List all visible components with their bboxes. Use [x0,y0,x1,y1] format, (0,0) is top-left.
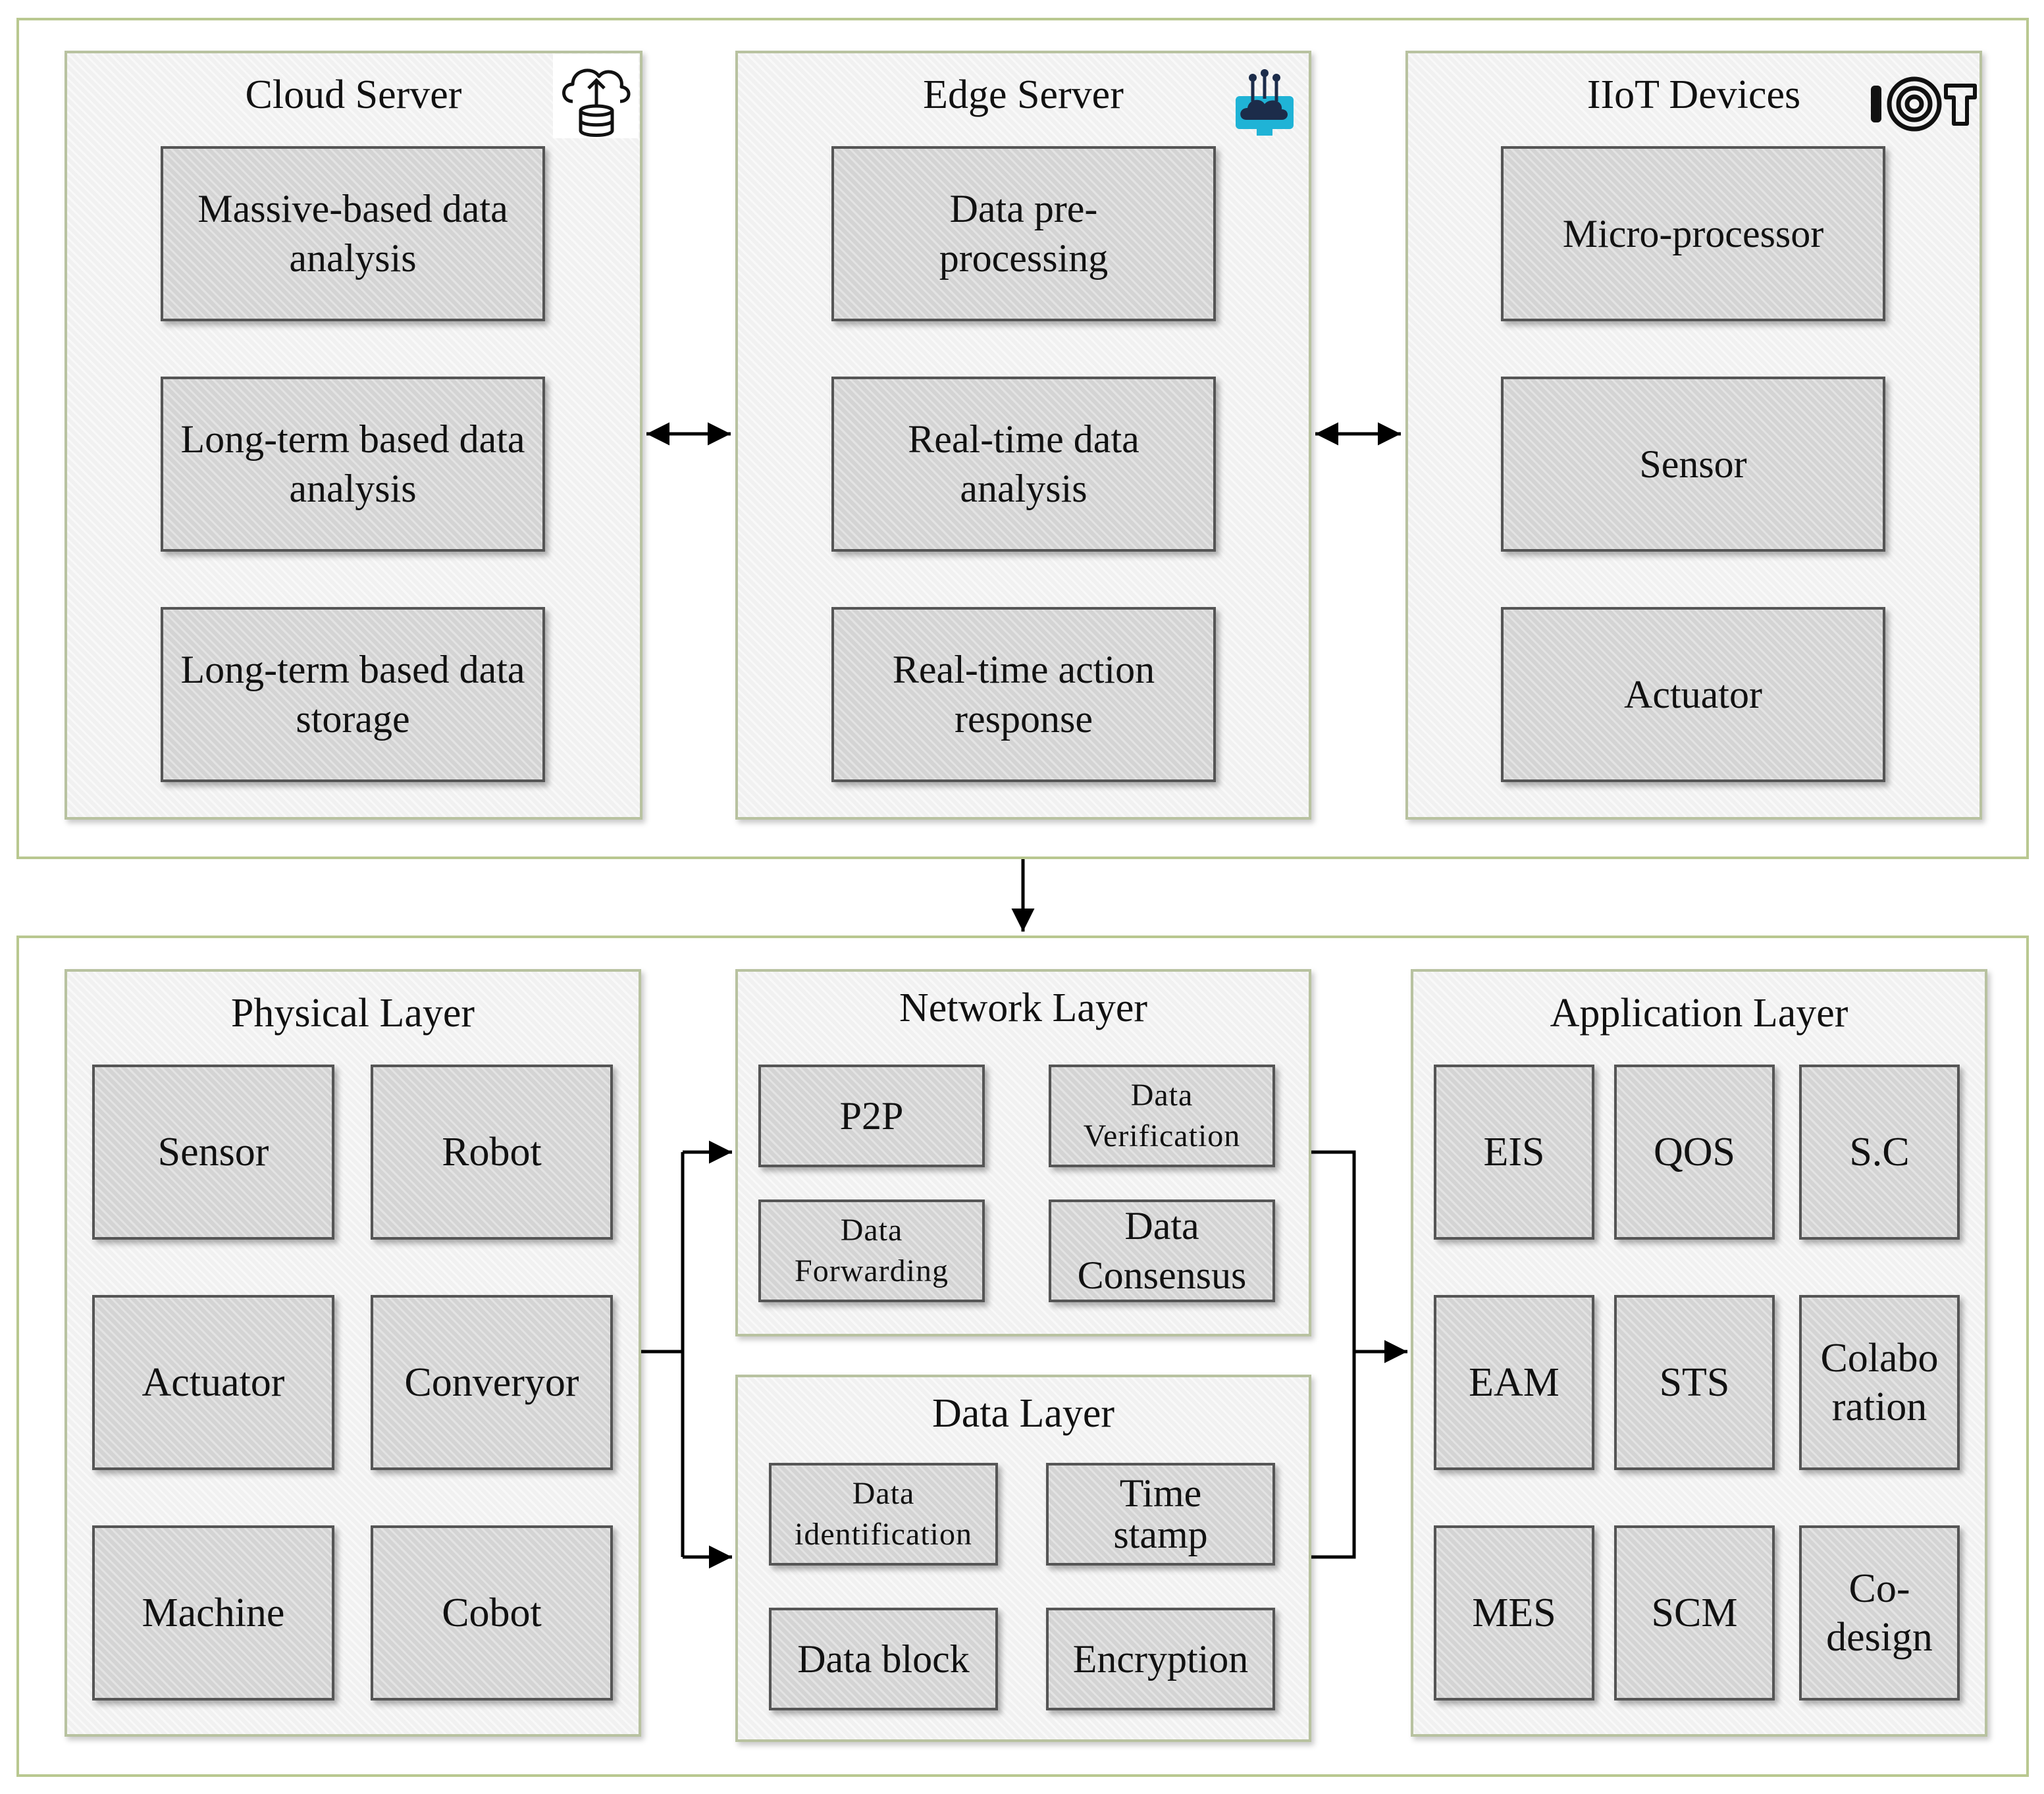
app-item-mes: MES [1434,1525,1594,1701]
network-to-application-connector [1311,1150,1356,1559]
physical-item-machine: Machine [92,1525,334,1701]
app-item-scm: SCM [1614,1525,1775,1701]
edge-item-realtime-analysis: Real-time data analysis [831,377,1216,552]
physical-item-cobot: Cobot [371,1525,613,1701]
physical-item-sensor: Sensor [92,1065,334,1240]
network-item-data-forwarding: Data Forwarding [758,1200,985,1302]
edge-item-realtime-response: Real-time action response [831,607,1216,782]
edge-item-preprocessing: Data pre-processing [831,146,1216,321]
edge-server-title: Edge Server [923,72,1124,117]
data-item-time-stamp: Time stamp [1046,1463,1275,1566]
iiot-devices-title: IIoT Devices [1586,72,1801,117]
app-item-codesign: Co-design [1799,1525,1960,1701]
cloud-server-title: Cloud Server [245,72,462,117]
physical-item-conveyor: Converyor [371,1295,613,1470]
network-item-data-verification: Data Verification [1049,1065,1275,1167]
cloud-item-long-term-analysis: Long-term based data analysis [161,377,545,552]
network-item-data-consensus: Data Consensus [1049,1200,1275,1302]
iiot-item-microprocessor: Micro-processor [1501,146,1885,321]
physical-layer-title: Physical Layer [230,991,475,1036]
network-item-p2p: P2P [758,1065,985,1167]
app-item-collaboration: Colabo ration [1799,1295,1960,1470]
iiot-item-actuator: Actuator [1501,607,1885,782]
cloud-item-massive-analysis: Massive-based data analysis [161,146,545,321]
app-item-sc: S.C [1799,1065,1960,1240]
cloud-item-long-term-storage: Long-term based data storage [161,607,545,782]
edge-network-icon [1233,68,1296,137]
physical-item-actuator: Actuator [92,1295,334,1470]
cloud-database-icon [553,54,639,138]
data-item-encryption: Encryption [1046,1608,1275,1710]
network-layer-title: Network Layer [899,986,1147,1030]
physical-item-robot: Robot [371,1065,613,1240]
data-layer-title: Data Layer [931,1391,1115,1436]
app-item-eam: EAM [1434,1295,1594,1470]
app-item-eis: EIS [1434,1065,1594,1240]
app-item-sts: STS [1614,1295,1775,1470]
iot-logo-icon [1867,63,1979,145]
iiot-item-sensor: Sensor [1501,377,1885,552]
app-item-qos: QOS [1614,1065,1775,1240]
data-item-identification: Data identification [769,1463,998,1566]
application-layer-title: Application Layer [1550,991,1848,1036]
data-item-data-block: Data block [769,1608,998,1710]
